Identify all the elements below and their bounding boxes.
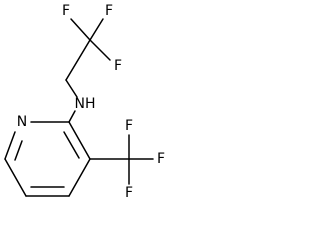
- atom-fluorine-cf3-top: F: [125, 118, 133, 134]
- bond-cf3-f-top-left: [70, 18, 91, 41]
- bond-ring-c3-c4: [68, 158, 91, 197]
- atom-fluorine-top-right: F: [105, 3, 113, 19]
- molecule-structure: F F F NH N F F F: [4, 3, 165, 201]
- bond-ring-c6-n: [4, 131, 16, 160]
- atom-fluorine-top-left: F: [62, 3, 70, 19]
- atom-fluorine-cf3-bottom: F: [125, 185, 133, 201]
- bond-nh-ring: [68, 110, 76, 123]
- bond-cf3-f-middle-right: [89, 39, 111, 61]
- atom-fluorine-cf3-right: F: [157, 151, 165, 167]
- atom-nh: NH: [75, 96, 96, 112]
- bond-ring-c5-c6: [4, 158, 27, 197]
- atom-nitrogen-ring: N: [17, 114, 27, 130]
- bond-cf3-f-top-right: [89, 18, 104, 41]
- bond-ring-c6-n-inner: [14, 140, 23, 161]
- bond-ch2-nh: [65, 79, 78, 98]
- bond-ring-c2-c3-inner: [63, 131, 80, 159]
- atom-fluorine-middle-right: F: [114, 58, 122, 74]
- bond-cf3-ch2: [65, 39, 91, 81]
- bond-ring-c2-c3: [68, 121, 91, 160]
